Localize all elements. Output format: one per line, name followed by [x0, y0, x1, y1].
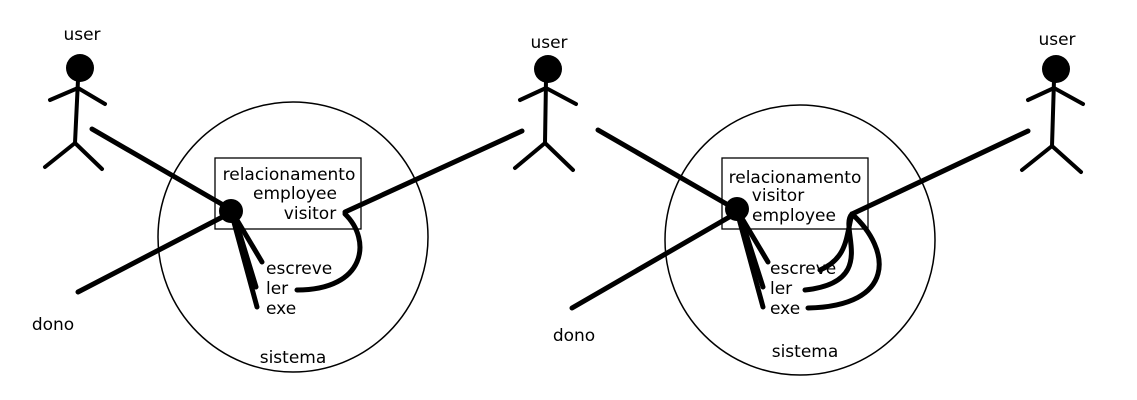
- user-actor-right: [513, 55, 578, 172]
- box-line-2: employee: [253, 184, 337, 204]
- system-label: sistema: [260, 348, 327, 368]
- diagram-left: user user relacionamento employee visito…: [32, 25, 578, 373]
- system-circle: [157, 101, 429, 373]
- box-line-1: relacionamento: [223, 165, 356, 185]
- box-line-3: employee: [752, 206, 836, 226]
- user-left-link: [595, 127, 733, 209]
- user-actor-left: [43, 54, 107, 171]
- user-label-right: user: [530, 33, 567, 53]
- perm-exe: exe: [266, 299, 296, 319]
- owner-link: [75, 209, 235, 295]
- hub-node: [219, 199, 243, 223]
- user-label-left: user: [63, 25, 100, 45]
- perm-read: ler: [770, 279, 792, 299]
- perm-write: escreve: [266, 259, 332, 279]
- visitor-write-link: [817, 211, 855, 273]
- owner-link: [569, 209, 741, 311]
- box-line-1: relacionamento: [729, 168, 862, 188]
- system-circle: [664, 104, 936, 376]
- relationship-box: [214, 157, 362, 230]
- visitor-exe-link: [805, 211, 882, 311]
- box-line-2: visitor: [752, 186, 804, 206]
- user-label-right: user: [1038, 30, 1075, 50]
- system-label: sistema: [772, 342, 839, 362]
- user-right-link: [849, 128, 1031, 217]
- perm-read: ler: [266, 279, 288, 299]
- prong-exe: [735, 212, 766, 310]
- relationship-box: [721, 157, 869, 230]
- box-line-3: visitor: [284, 204, 336, 224]
- diagram-right: user relacionamento visitor employee don…: [553, 30, 1085, 376]
- user-left-link: [89, 126, 228, 209]
- hub-node: [725, 197, 749, 221]
- prong-exe: [229, 212, 260, 310]
- visitor-read-link: [294, 211, 363, 293]
- owner-label: dono: [553, 326, 595, 346]
- owner-label: dono: [32, 315, 74, 335]
- perm-write: escreve: [770, 259, 836, 279]
- user-right-link: [342, 128, 525, 215]
- user-actor-right: [1020, 55, 1085, 174]
- perm-exe: exe: [770, 299, 800, 319]
